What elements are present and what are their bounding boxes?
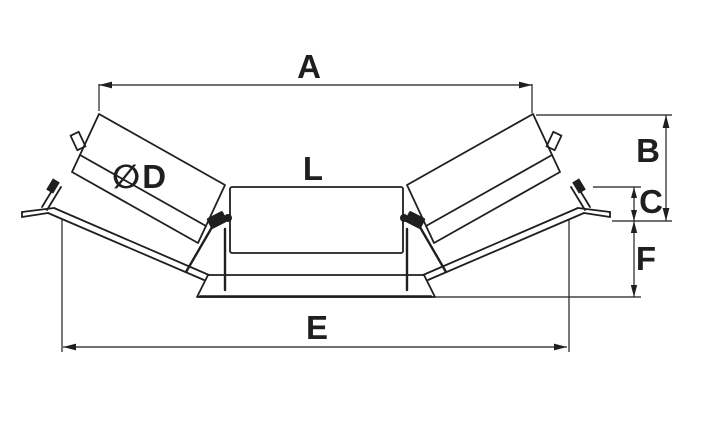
right-mount-bolt [400, 214, 408, 222]
dimension-a: A [98, 48, 533, 113]
left-axle-tab [69, 130, 87, 152]
left-side-roller [69, 113, 226, 244]
dim-f-label: F [636, 240, 656, 277]
label-l: L [303, 150, 323, 187]
center-roller [229, 186, 404, 254]
right-mount-strut [415, 220, 448, 274]
dimension-b: B [536, 114, 672, 221]
right-axle-tab [545, 130, 563, 152]
dimension-e: E [61, 219, 570, 352]
dimensions: A B C F [61, 48, 672, 352]
left-mount-clamp [206, 211, 228, 229]
right-roller-surface-line [425, 154, 553, 227]
right-side-roller [406, 113, 563, 244]
dim-a-label: A [297, 48, 321, 85]
left-roller-surface-line [79, 154, 207, 227]
label-d: D [142, 158, 166, 195]
left-mount-strut [184, 220, 217, 274]
dimension-f: F [435, 221, 656, 298]
idler-assembly [21, 113, 611, 298]
right-mount-clamp [404, 211, 426, 229]
right-tip-clamp [572, 178, 586, 194]
left-roller-mount [184, 211, 232, 292]
label-diameter: ∅D [112, 158, 166, 195]
dim-c-label: C [639, 183, 663, 220]
left-mount-bolt [224, 214, 232, 222]
left-tip-clamp [46, 178, 60, 194]
dim-b-label: B [636, 132, 660, 169]
right-wing-bracket [422, 178, 611, 281]
base-frame [196, 274, 436, 298]
dimension-c: C [593, 183, 672, 222]
diameter-symbol: ∅ [112, 158, 140, 195]
right-roller-mount [400, 211, 448, 292]
dim-e-label: E [306, 309, 328, 346]
left-wing-bracket [21, 178, 210, 281]
